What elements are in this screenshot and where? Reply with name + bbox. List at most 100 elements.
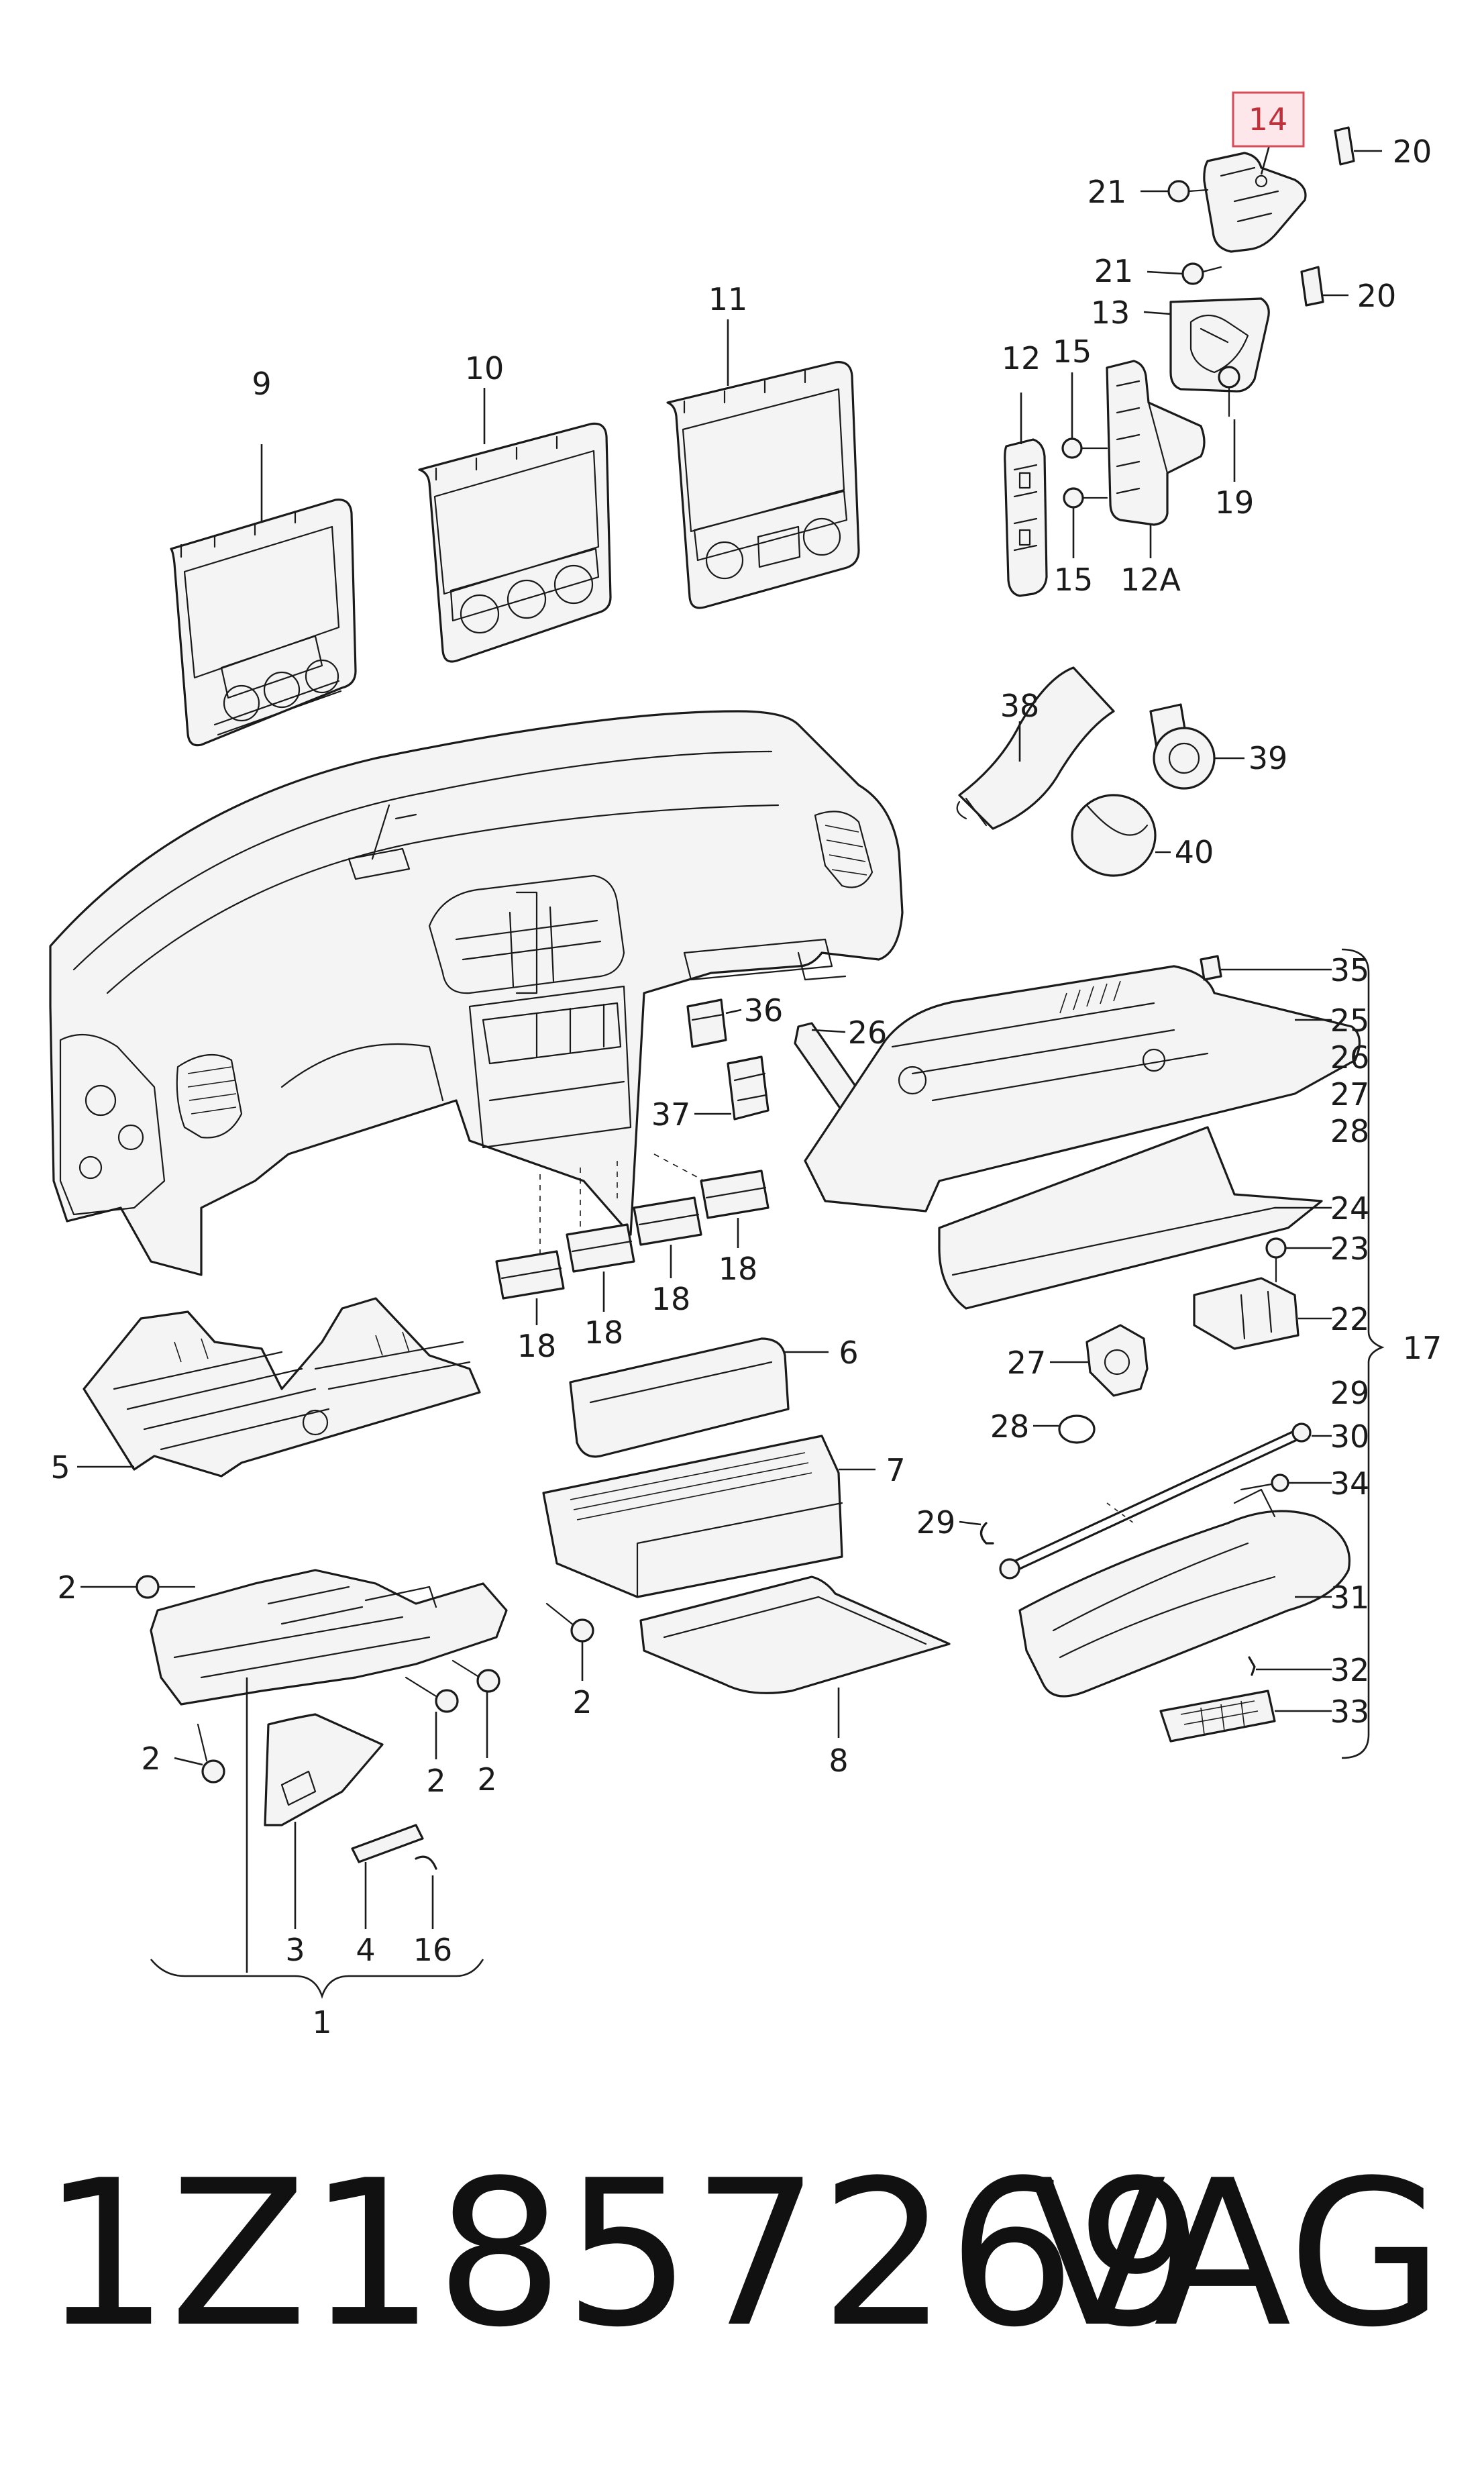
part-number-label: 1Z1857269 bbox=[42, 2137, 1204, 2371]
trim-frame-9[interactable] bbox=[170, 499, 357, 747]
trim-frame-11[interactable] bbox=[666, 361, 860, 609]
screw-21-lower[interactable] bbox=[1181, 262, 1222, 285]
dashboard-body[interactable] bbox=[49, 710, 904, 1276]
callout-30: 30 bbox=[1330, 1418, 1370, 1455]
callout-32: 32 bbox=[1330, 1652, 1370, 1688]
screw-23[interactable] bbox=[1265, 1237, 1287, 1283]
screw-2-center-b[interactable] bbox=[452, 1659, 500, 1693]
callout-18-d: 18 bbox=[719, 1251, 758, 1287]
clip-32[interactable] bbox=[1248, 1656, 1256, 1676]
callout-24: 24 bbox=[1330, 1190, 1370, 1227]
callout-20-lower: 20 bbox=[1357, 278, 1397, 314]
callout-37: 37 bbox=[651, 1096, 691, 1133]
switch-18-d[interactable] bbox=[700, 1170, 770, 1219]
callout-27-right: 27 bbox=[1330, 1076, 1370, 1112]
nozzle-39[interactable] bbox=[1149, 703, 1216, 790]
knee-panel[interactable] bbox=[150, 1569, 508, 1706]
callout-17: 17 bbox=[1403, 1330, 1442, 1366]
callout-5: 5 bbox=[50, 1449, 70, 1486]
brand-label: VAG bbox=[1028, 2137, 1444, 2371]
callout-15-lower: 15 bbox=[1054, 562, 1094, 598]
cover-40[interactable] bbox=[1071, 794, 1157, 877]
callout-26-left: 26 bbox=[848, 1015, 888, 1051]
part-highlight-14[interactable]: 14 bbox=[1232, 91, 1305, 148]
callout-13: 13 bbox=[1091, 295, 1130, 331]
callout-2-center-a: 2 bbox=[426, 1763, 445, 1799]
callout-18-c: 18 bbox=[651, 1281, 691, 1317]
callout-19: 19 bbox=[1215, 484, 1255, 521]
callout-27-left: 27 bbox=[1007, 1345, 1047, 1381]
callout-12: 12 bbox=[1002, 340, 1041, 376]
duct-38[interactable] bbox=[956, 666, 1115, 830]
callout-2-right: 2 bbox=[572, 1684, 592, 1720]
callout-36: 36 bbox=[744, 992, 784, 1029]
callout-38: 38 bbox=[1000, 688, 1040, 724]
callout-8: 8 bbox=[829, 1743, 848, 1779]
screw-2-upper-left[interactable] bbox=[136, 1575, 196, 1599]
clip-29[interactable] bbox=[979, 1522, 994, 1545]
glove-box-frame-25[interactable] bbox=[804, 965, 1361, 1212]
callout-1: 1 bbox=[312, 2004, 331, 2040]
screw-15-lower[interactable] bbox=[1063, 487, 1108, 509]
callout-21-lower: 21 bbox=[1094, 253, 1134, 289]
callout-labels: 9 10 11 12 12A 13 15 15 19 21 21 20 20 3… bbox=[50, 134, 1442, 2040]
screw-2-center-a[interactable] bbox=[405, 1676, 459, 1713]
screw-21-upper[interactable] bbox=[1167, 180, 1209, 203]
seal-24[interactable] bbox=[938, 1126, 1323, 1310]
screw-19[interactable] bbox=[1218, 366, 1240, 417]
callout-18-b: 18 bbox=[584, 1314, 624, 1351]
switch-18-c[interactable] bbox=[633, 1196, 702, 1246]
strip-4[interactable] bbox=[351, 1824, 424, 1863]
switch-18-a[interactable] bbox=[495, 1250, 565, 1300]
relay-37[interactable] bbox=[727, 1055, 770, 1121]
switch-18-b[interactable] bbox=[566, 1223, 635, 1273]
trim-frame-10[interactable] bbox=[418, 422, 612, 663]
mat-8[interactable] bbox=[639, 1575, 951, 1694]
screw-34[interactable] bbox=[1240, 1473, 1289, 1492]
handle-33[interactable] bbox=[1159, 1690, 1276, 1743]
callout-10: 10 bbox=[465, 350, 505, 386]
callout-16: 16 bbox=[413, 1932, 453, 1968]
callout-29-left: 29 bbox=[916, 1504, 956, 1541]
callout-3: 3 bbox=[285, 1932, 305, 1968]
screw-15-upper[interactable] bbox=[1061, 437, 1108, 459]
callout-21-upper: 21 bbox=[1088, 174, 1127, 210]
o-ring-28[interactable] bbox=[1058, 1414, 1096, 1444]
callout-34: 34 bbox=[1330, 1465, 1370, 1502]
callout-33: 33 bbox=[1330, 1694, 1370, 1730]
clip-20-lower[interactable] bbox=[1300, 266, 1324, 307]
callout-39: 39 bbox=[1249, 740, 1288, 776]
storage-tray-6[interactable] bbox=[569, 1337, 790, 1458]
storage-box-7[interactable] bbox=[542, 1435, 843, 1598]
callout-14: 14 bbox=[1249, 101, 1288, 138]
latch-22[interactable] bbox=[1193, 1277, 1300, 1350]
storage-pocket-3[interactable] bbox=[264, 1713, 384, 1826]
clip-20-upper[interactable] bbox=[1334, 126, 1355, 166]
ring-27[interactable] bbox=[1085, 1324, 1149, 1397]
bracket-14[interactable] bbox=[1203, 152, 1307, 253]
callout-25: 25 bbox=[1330, 1002, 1370, 1039]
callout-4: 4 bbox=[356, 1932, 375, 1968]
callout-28-right: 28 bbox=[1330, 1113, 1370, 1149]
callout-9: 9 bbox=[252, 366, 271, 402]
underpanel-5[interactable] bbox=[83, 1297, 481, 1478]
callout-12a: 12A bbox=[1120, 562, 1181, 598]
callout-29-right: 29 bbox=[1330, 1375, 1370, 1411]
callout-31: 31 bbox=[1330, 1580, 1370, 1616]
side-bracket-12a[interactable] bbox=[1106, 360, 1206, 526]
callout-20-upper: 20 bbox=[1393, 134, 1432, 170]
callout-6: 6 bbox=[839, 1335, 858, 1371]
clip-35[interactable] bbox=[1200, 955, 1222, 981]
rod-30[interactable] bbox=[999, 1422, 1312, 1580]
clip-16[interactable] bbox=[415, 1855, 437, 1870]
connector-36[interactable] bbox=[686, 998, 727, 1048]
callout-2-lower-left: 2 bbox=[141, 1741, 160, 1777]
side-bracket-12[interactable] bbox=[1004, 438, 1048, 597]
screw-2-right[interactable] bbox=[545, 1602, 594, 1643]
glove-box-lid-31[interactable] bbox=[1018, 1488, 1350, 1698]
callout-40: 40 bbox=[1175, 834, 1214, 870]
screw-2-lower-left[interactable] bbox=[197, 1723, 225, 1783]
bracket-13[interactable] bbox=[1169, 297, 1270, 393]
callout-7: 7 bbox=[886, 1452, 905, 1488]
callout-26-right: 26 bbox=[1330, 1039, 1370, 1076]
